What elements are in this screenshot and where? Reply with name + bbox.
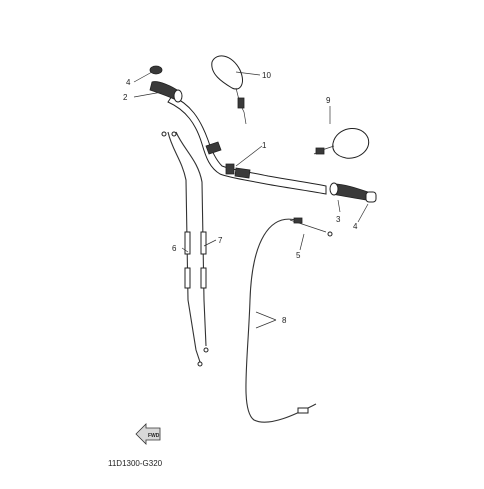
right-bar-end xyxy=(365,191,377,203)
fwd-arrow-icon: FWD xyxy=(135,423,161,445)
clutch-cable xyxy=(245,217,333,423)
callout-8: 8 xyxy=(282,316,287,325)
diagram-code: 11D1300-G320 xyxy=(108,459,163,468)
callout-7: 7 xyxy=(218,236,223,245)
left-bar-end xyxy=(149,65,163,75)
callout-1: 1 xyxy=(262,141,267,150)
handlebar xyxy=(167,95,327,195)
fwd-label: FWD xyxy=(148,433,160,439)
callout-leaders xyxy=(133,71,369,329)
left-mirror xyxy=(211,55,247,125)
callout-9: 9 xyxy=(326,96,331,105)
callout-5: 5 xyxy=(296,251,301,260)
right-mirror xyxy=(313,128,370,159)
callout-10: 10 xyxy=(262,71,271,80)
callout-6: 6 xyxy=(172,244,177,253)
callout-4-left: 4 xyxy=(126,78,131,87)
left-grip xyxy=(149,81,183,103)
callout-2: 2 xyxy=(123,93,128,102)
callout-4-right: 4 xyxy=(353,222,358,231)
right-grip xyxy=(329,182,369,201)
throttle-cables xyxy=(161,131,209,367)
callout-3: 3 xyxy=(336,215,341,224)
